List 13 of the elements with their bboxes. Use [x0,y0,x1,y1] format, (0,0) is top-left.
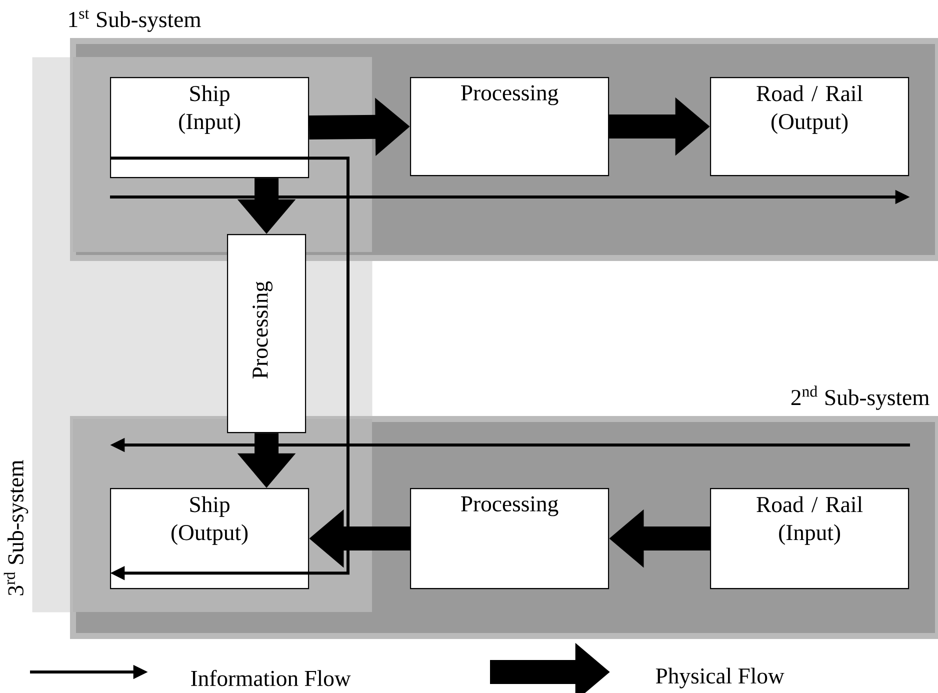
process-box: Ship (Output) [110,488,310,590]
process-box: Processing [410,77,610,176]
process-box: Processing [227,234,306,434]
node-label: 3$^{rd}$ Sub-system [4,460,28,596]
legend-text: Information Flow [191,670,351,686]
process-box: Processing [410,488,610,590]
process-box: Road / Rail (Output) [710,77,910,176]
process-box: Road / Rail (Input) [710,488,910,590]
information-flow-arrow [110,156,350,580]
node-label: 2$^{nd}$ Sub-system [791,386,930,410]
process-box: Ship (Input) [110,77,310,178]
node-label: 1$^{st}$ Sub-system [69,10,201,32]
legend-text: Physical Flow [656,668,784,688]
